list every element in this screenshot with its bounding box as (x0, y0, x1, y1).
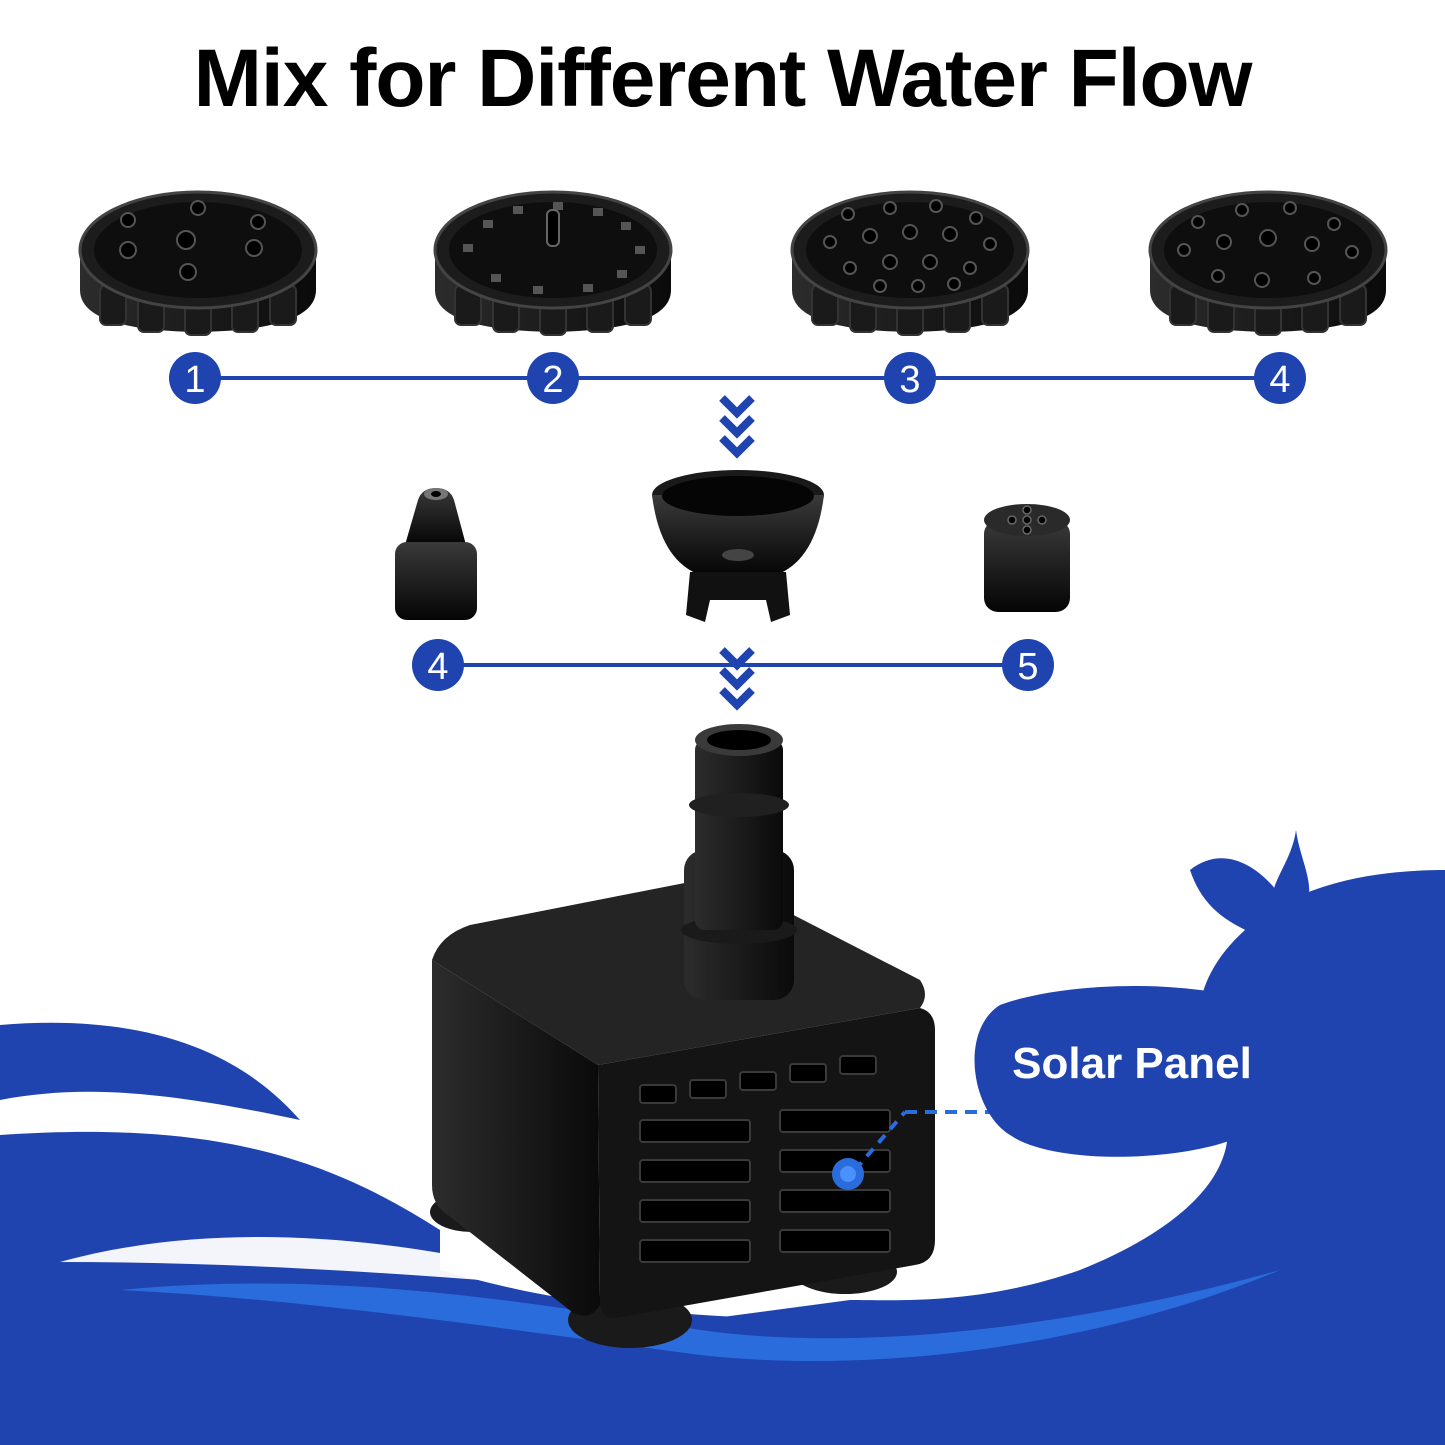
water-wave-background (0, 830, 1445, 1445)
solar-panel-callout: Solar Panel (853, 985, 1283, 1172)
page-title: Mix for Different Water Flow (193, 33, 1253, 124)
callout-label: Solar Panel (1012, 1039, 1252, 1088)
badge-number: 1 (184, 359, 205, 401)
upper-wave-band (0, 1022, 300, 1120)
nozzle-disc-4 (1148, 190, 1388, 336)
down-chevrons-icon (719, 647, 755, 711)
water-pump (430, 724, 935, 1348)
splash-curl (1190, 858, 1305, 960)
nozzle-disc-2 (433, 190, 673, 336)
nozzle-disc-1 (78, 190, 318, 336)
badge-nozzle-1: 1 (169, 352, 221, 404)
badge-nozzle-4: 4 (1254, 352, 1306, 404)
badge-number: 2 (542, 359, 563, 401)
badge-number: 4 (1269, 359, 1290, 401)
callout-leader-line (853, 1110, 907, 1172)
badge-nozzle-4b: 4 (412, 639, 464, 691)
down-chevrons-icon (719, 395, 755, 459)
wave-light-stripe (120, 1270, 1280, 1362)
badge-nozzle-2: 2 (527, 352, 579, 404)
multi-hole-nozzle (984, 504, 1070, 612)
badge-number: 4 (427, 646, 448, 688)
wave-highlight (60, 1237, 600, 1290)
cone-nozzle (395, 488, 477, 620)
splash-drop (1272, 830, 1310, 918)
funnel-adapter (652, 470, 824, 622)
badge-nozzle-3: 3 (884, 352, 936, 404)
badge-nozzle-5: 5 (1002, 639, 1054, 691)
nozzle-disc-3 (790, 190, 1030, 336)
callout-bubble (974, 985, 1283, 1157)
badge-number: 5 (1017, 646, 1038, 688)
badge-number: 3 (899, 359, 920, 401)
